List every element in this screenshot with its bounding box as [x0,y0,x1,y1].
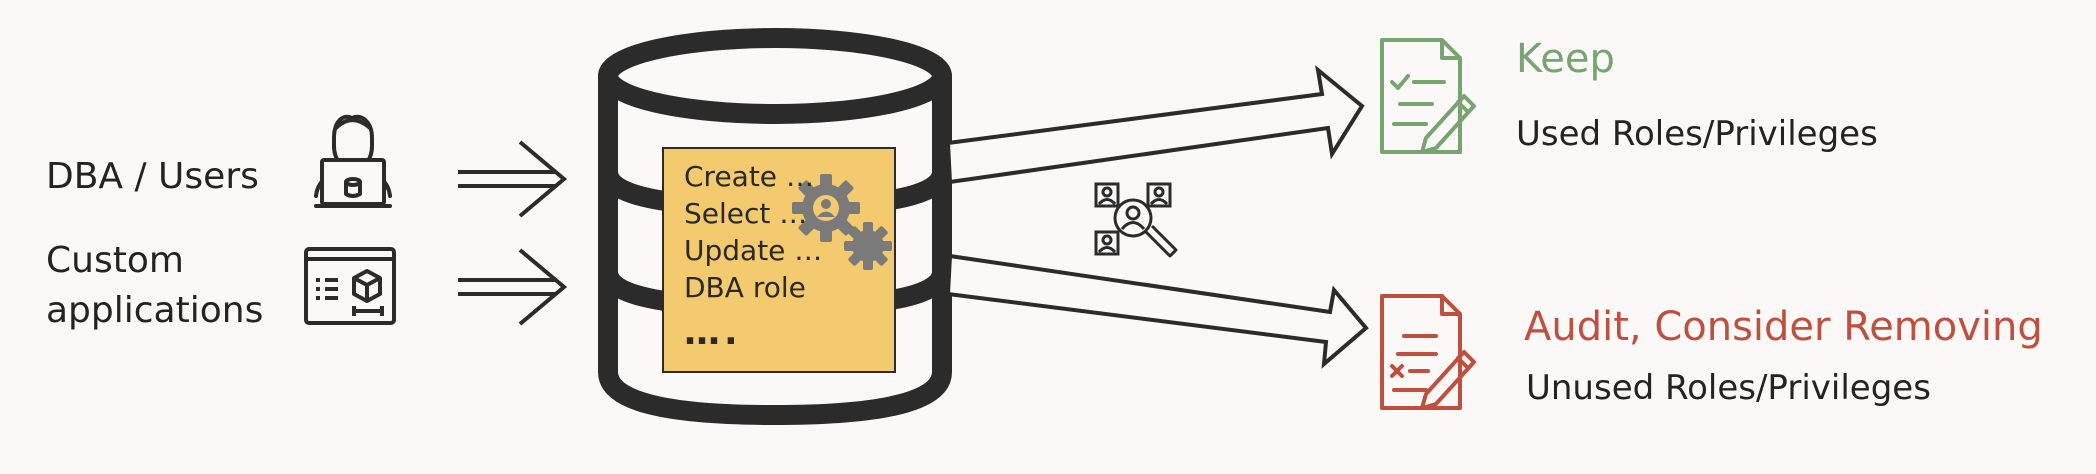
keep-subtitle: Used Roles/Privileges [1516,114,1878,154]
custom-apps-label-line1: Custom [46,240,184,281]
keep-arrow [945,65,1365,185]
card-more-ellipsis: …. [684,312,742,353]
keep-title: Keep [1516,36,1615,82]
x-list-document-icon [1380,294,1476,410]
application-window-icon [304,247,396,325]
checklist-document-icon [1380,38,1476,154]
input-arrow-top [458,140,568,218]
card-item-create: Create … [684,160,814,193]
gears-icon [792,174,892,270]
custom-apps-label-line2: applications [46,290,264,331]
people-search-icon [1094,182,1178,258]
remove-title: Audit, Consider Removing [1524,304,2043,350]
dba-user-icon [314,114,392,208]
card-item-update: Update … [684,234,823,267]
input-arrow-bottom [458,248,568,326]
remove-arrow [945,253,1369,369]
remove-subtitle: Unused Roles/Privileges [1526,368,1931,408]
card-item-dba-role: DBA role [684,271,806,304]
card-item-select: Select … [684,197,808,230]
dba-users-label: DBA / Users [46,156,259,197]
